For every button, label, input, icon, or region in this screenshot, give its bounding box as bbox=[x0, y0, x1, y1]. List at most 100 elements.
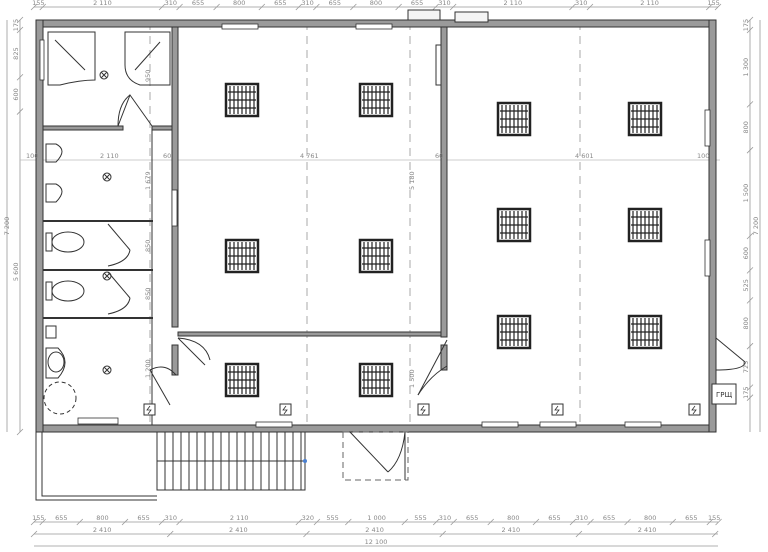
dimension-tick bbox=[16, 73, 24, 81]
dimension-label: 155 bbox=[707, 0, 719, 7]
dimension-tick bbox=[16, 108, 24, 115]
dimension-tick bbox=[76, 518, 84, 526]
dimension-tick bbox=[30, 518, 38, 526]
dimension-label: 655 bbox=[548, 514, 560, 522]
dimension-tick bbox=[569, 3, 576, 11]
dimension-tick bbox=[295, 3, 303, 11]
dimension-tick bbox=[487, 518, 495, 526]
label-wc-depth: 1 679 bbox=[144, 171, 152, 190]
electrical-panel bbox=[711, 383, 737, 405]
shower-cabin bbox=[47, 31, 171, 86]
dimension-tick bbox=[746, 394, 754, 401]
dimension-label: 310 bbox=[576, 514, 588, 522]
dimension-tick bbox=[439, 530, 446, 538]
vestibule-outline bbox=[342, 431, 409, 481]
dimension-tick bbox=[350, 3, 357, 11]
dimension-tick bbox=[715, 518, 722, 526]
label-washroom-depth: 1 200 bbox=[144, 359, 152, 378]
dimension-tick bbox=[714, 3, 722, 11]
window-box bbox=[435, 44, 442, 86]
dimension-tick bbox=[624, 518, 631, 526]
dimension-label: 2 410 bbox=[365, 526, 384, 534]
dimension-tick bbox=[213, 3, 220, 11]
dimension-tick bbox=[586, 3, 594, 11]
label-wall-offset-left: 100 bbox=[26, 152, 38, 160]
dimension-label: 175 bbox=[12, 19, 20, 31]
window-box bbox=[407, 9, 441, 21]
dimension-tick bbox=[295, 518, 303, 526]
dimension-label: 2 110 bbox=[640, 0, 659, 7]
electrical-socket-icon bbox=[417, 403, 430, 416]
dimension-label: 655 bbox=[329, 0, 341, 7]
dimension-label: 2 110 bbox=[93, 0, 112, 7]
dimension-tick bbox=[176, 518, 183, 526]
ventilation-grilles bbox=[224, 82, 663, 398]
sockets bbox=[143, 403, 701, 416]
dimension-label: 1 000 bbox=[367, 514, 386, 522]
vent-grille-icon bbox=[224, 362, 260, 398]
dimension-tick bbox=[746, 146, 754, 154]
windows bbox=[39, 23, 711, 428]
label-hall-depth: 5 180 bbox=[408, 171, 416, 190]
dimension-label: 320 bbox=[302, 514, 314, 522]
dimension-label: 800 bbox=[96, 514, 108, 522]
grid-axes bbox=[20, 22, 720, 430]
dimension-tick bbox=[746, 267, 754, 274]
dimension-label: 310 bbox=[165, 514, 177, 522]
dimension-tick bbox=[258, 3, 266, 11]
dimension-label: 1 300 bbox=[742, 58, 750, 77]
dimension-label: 800 bbox=[233, 0, 245, 7]
dimension-tick bbox=[432, 3, 439, 11]
dimension-tick bbox=[401, 518, 409, 526]
dimension-label: 800 bbox=[507, 514, 519, 522]
dimension-label: 655 bbox=[466, 514, 478, 522]
dimension-label: 175 bbox=[742, 19, 750, 31]
dimension-label: 310 bbox=[165, 0, 177, 7]
dimension-tick bbox=[345, 518, 352, 526]
porch-ramp bbox=[35, 432, 157, 501]
dimension-tick bbox=[158, 3, 166, 11]
dimension-tick bbox=[166, 530, 174, 538]
dimension-label: 600 bbox=[742, 247, 750, 259]
vent-grille-icon bbox=[496, 101, 532, 137]
label-cubicle-2: 850 bbox=[144, 288, 152, 300]
interior-dimension-labels: 2 110 4 761 4 601 100 100 60 60 5 180 1 … bbox=[26, 70, 709, 388]
dimension-tick bbox=[746, 26, 754, 34]
interior-walls bbox=[42, 26, 448, 425]
dimension-label: 655 bbox=[192, 0, 204, 7]
dimension-label: 525 bbox=[742, 279, 750, 291]
dimension-label: 310 bbox=[575, 0, 587, 7]
dimension-label: 2 410 bbox=[93, 526, 112, 534]
dimension-tick bbox=[532, 518, 540, 526]
dimension-tick bbox=[450, 518, 458, 526]
dimension-tick bbox=[16, 16, 24, 24]
dimension-lines: 155 2 110 310 655 800 655 310 655 800 655 310 2 110… bbox=[3, 0, 761, 547]
dimension-label: 655 bbox=[603, 514, 615, 522]
dimension-tick bbox=[746, 16, 754, 24]
dimension-label: 5 600 bbox=[12, 262, 20, 281]
left-total-label: 7 200 bbox=[3, 217, 11, 236]
doors bbox=[107, 93, 746, 480]
dimension-label: 655 bbox=[55, 514, 67, 522]
dimension-tick bbox=[432, 518, 440, 526]
dimension-tick bbox=[303, 530, 310, 538]
label-gap-b: 60 bbox=[435, 152, 443, 160]
dimension-tick bbox=[16, 428, 24, 436]
dimension-tick bbox=[711, 530, 719, 538]
window-box bbox=[454, 11, 489, 23]
vent-grille-icon bbox=[627, 101, 663, 137]
label-lobby-depth: 1 500 bbox=[408, 369, 416, 388]
dimension-label: 310 bbox=[439, 514, 451, 522]
dimension-tick bbox=[746, 342, 754, 350]
dimension-label: 2 110 bbox=[503, 0, 522, 7]
dimension-label: 600 bbox=[12, 88, 20, 100]
dimension-label: 800 bbox=[644, 514, 656, 522]
dimension-tick bbox=[39, 518, 47, 526]
dimension-label: 655 bbox=[274, 0, 286, 7]
dimension-label: 825 bbox=[12, 47, 20, 59]
dimension-label: 655 bbox=[411, 0, 423, 7]
marker-point bbox=[303, 459, 307, 463]
dimension-tick bbox=[587, 518, 594, 526]
label-hall-right-width: 4 601 bbox=[575, 152, 594, 160]
